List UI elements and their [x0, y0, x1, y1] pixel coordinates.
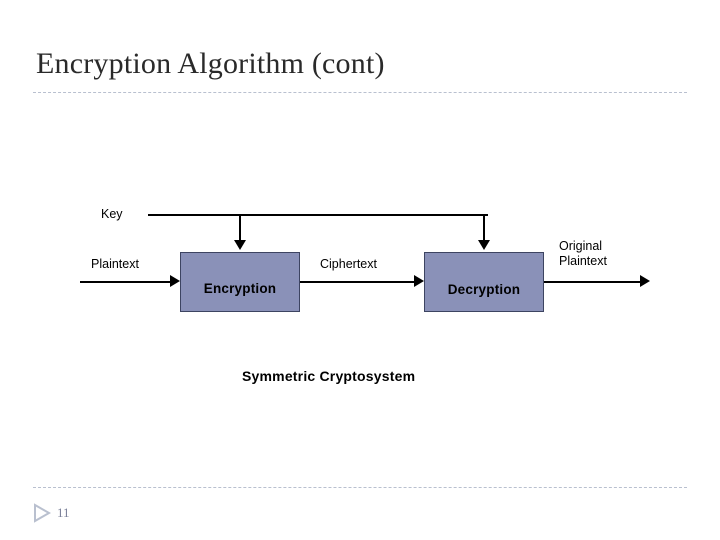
output-flow-line [544, 281, 640, 283]
slide-number: 11 [57, 505, 70, 520]
key-line-to-encryption [239, 214, 241, 242]
play-triangle-icon [32, 502, 52, 524]
title-divider [33, 92, 687, 93]
arrowhead-down-decryption-icon [478, 240, 490, 250]
key-line-to-decryption [483, 214, 485, 242]
label-plaintext: Plaintext [91, 257, 139, 271]
key-distribution-line [148, 214, 488, 216]
diagram-caption: Symmetric Cryptosystem [242, 368, 416, 384]
label-ciphertext: Ciphertext [320, 257, 377, 271]
arrowhead-right-ciphertext-icon [414, 275, 424, 287]
arrowhead-right-plaintext-icon [170, 275, 180, 287]
block-encryption: Encryption [180, 252, 300, 312]
arrowhead-right-output-icon [640, 275, 650, 287]
page-title: Encryption Algorithm (cont) [36, 47, 385, 80]
label-original-plaintext: Original Plaintext [559, 239, 607, 268]
label-key: Key [101, 207, 123, 221]
ciphertext-flow-line [300, 281, 414, 283]
block-decryption-label: Decryption [447, 281, 521, 297]
plaintext-flow-line [80, 281, 170, 283]
arrowhead-down-encryption-icon [234, 240, 246, 250]
block-encryption-label: Encryption [203, 280, 277, 296]
block-decryption: Decryption [424, 252, 544, 312]
footer-divider [33, 487, 687, 488]
